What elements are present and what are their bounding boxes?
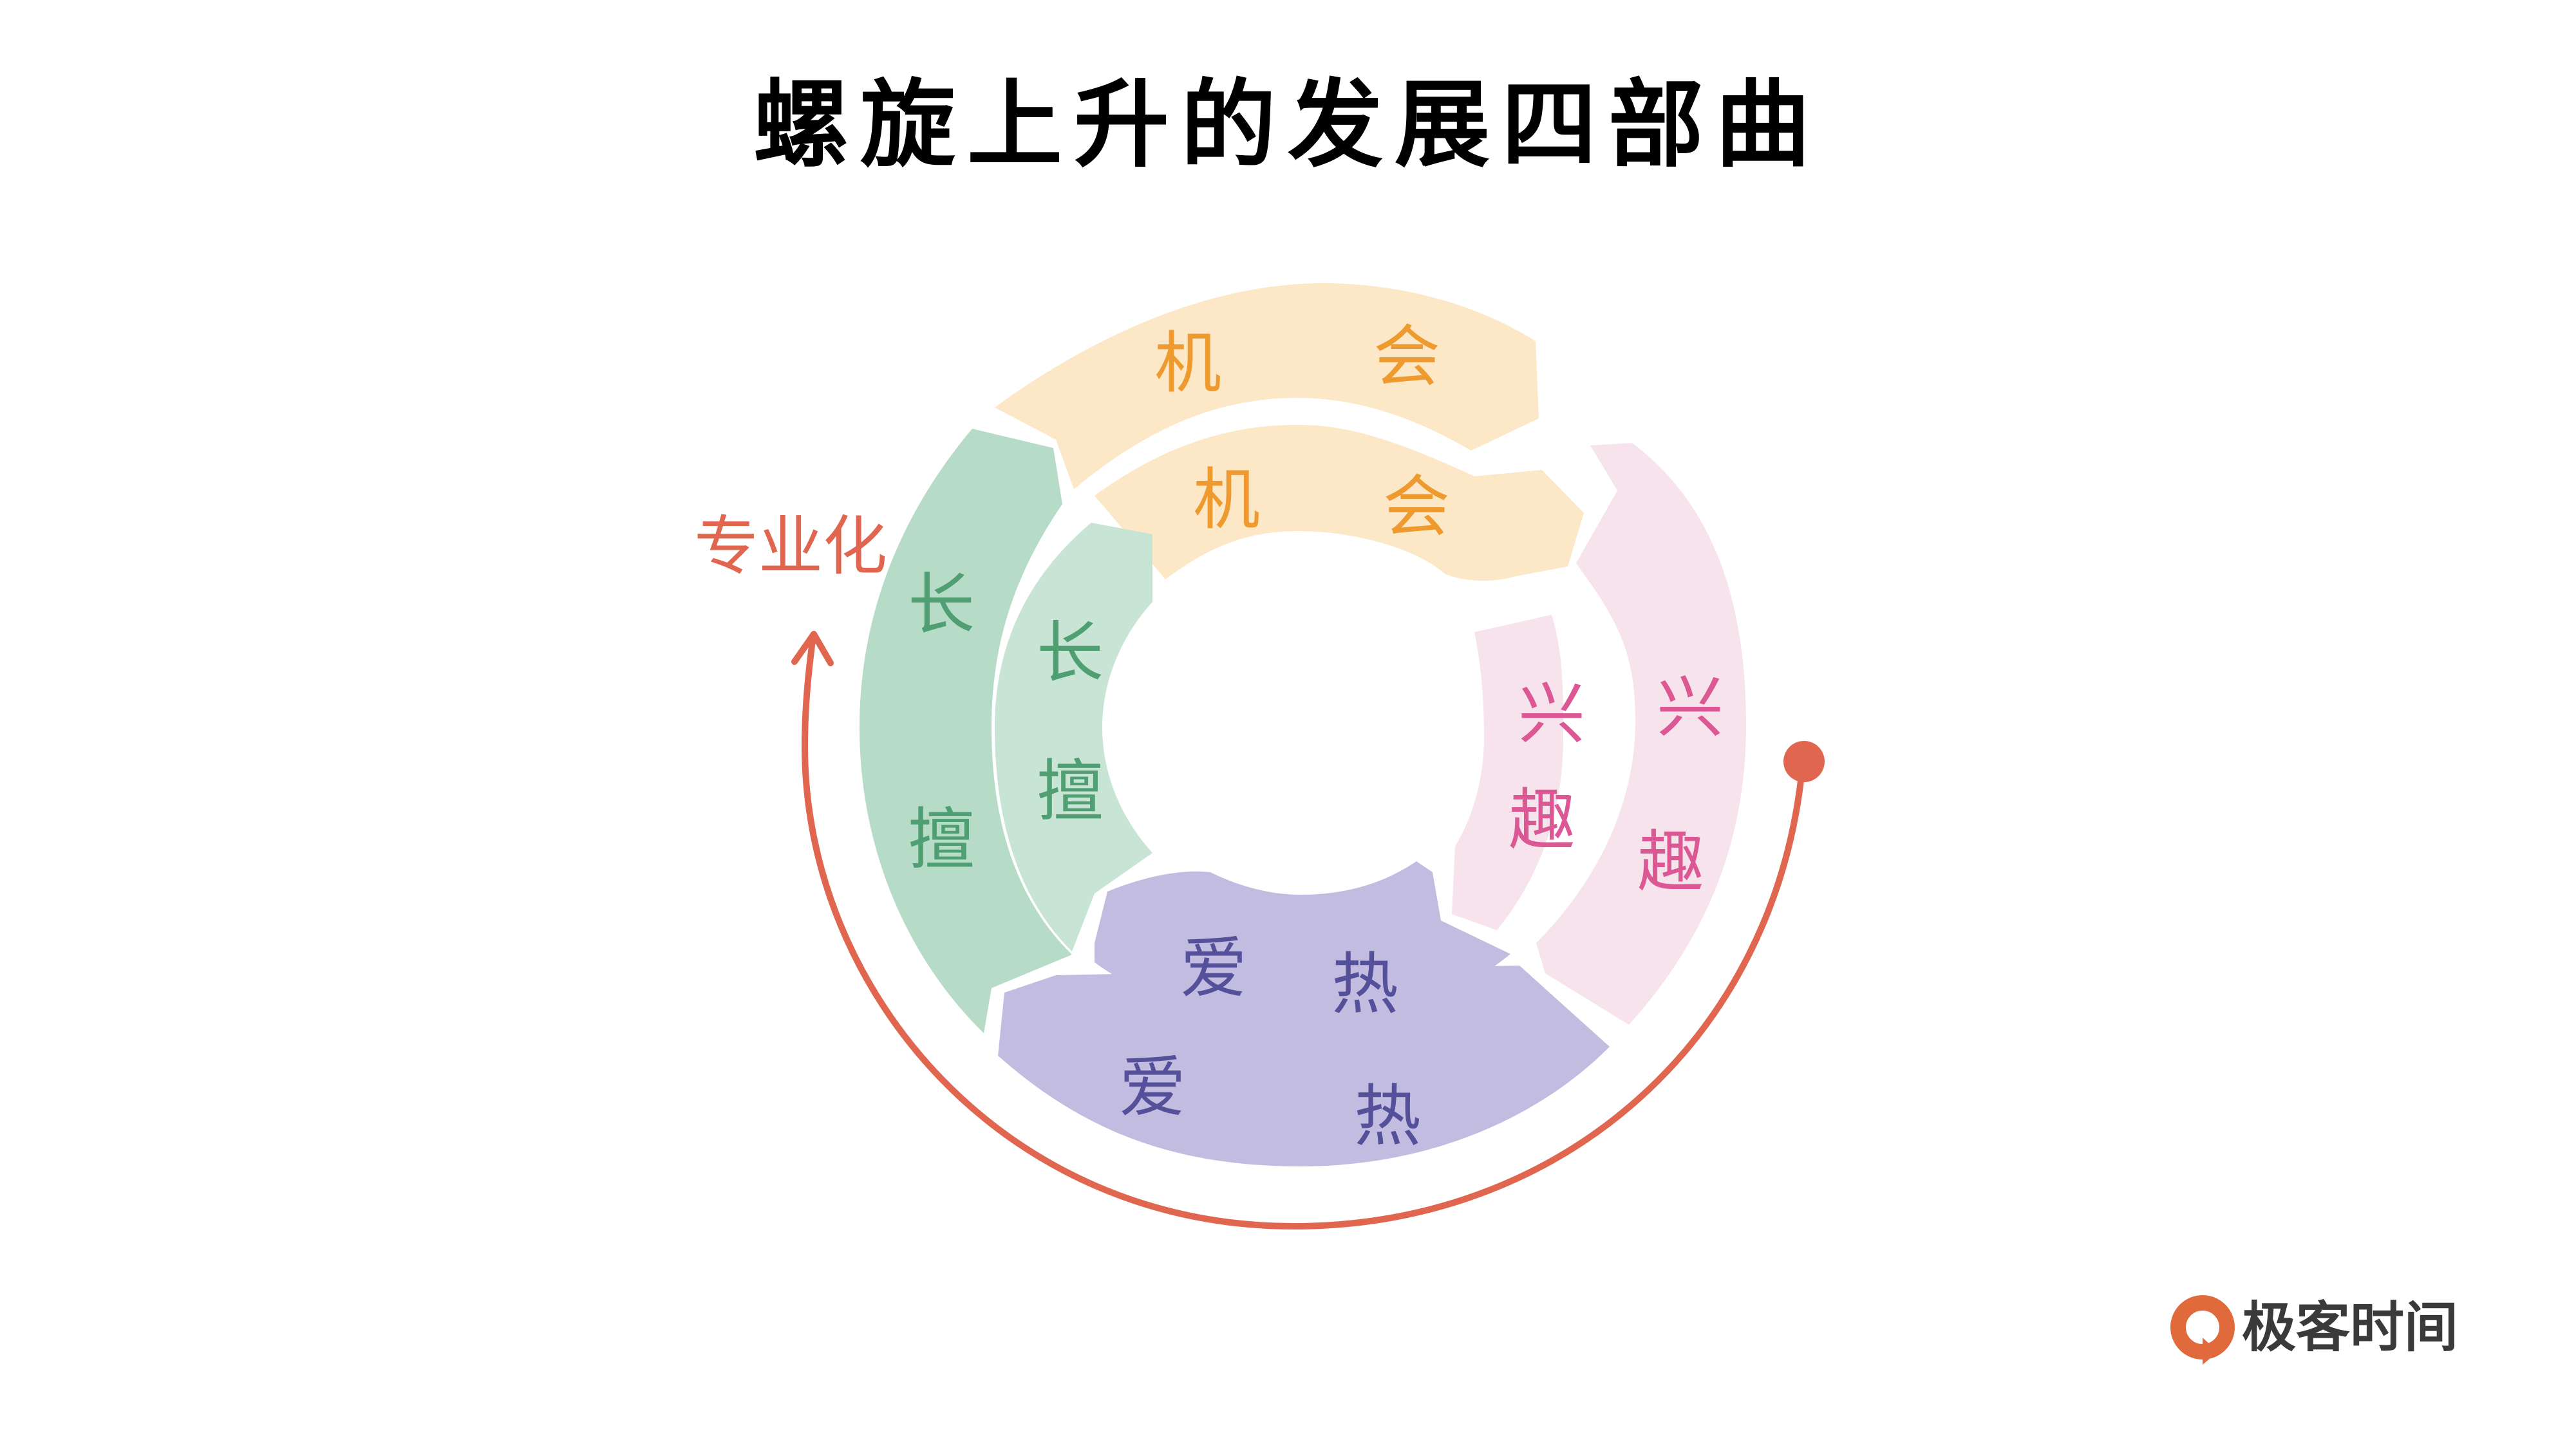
brand-name: 极客时间	[2242, 1296, 2458, 1359]
spiral-arrow	[791, 631, 1825, 1230]
inner-opportunity-char-1: 机	[1193, 460, 1260, 539]
inner-expertise-char-1: 长	[1037, 613, 1104, 692]
inner-passion-char-1: 爱	[1180, 929, 1247, 1007]
inner-expertise-char-2: 擅	[1037, 752, 1104, 830]
spiral-arc	[801, 637, 1806, 1230]
outer-opportunity-char-2: 会	[1373, 317, 1440, 396]
outer-segment-expertise	[860, 429, 1072, 1033]
outer-interest-char-1: 兴	[1657, 668, 1724, 747]
outer-ring	[860, 283, 1746, 1166]
arrow-head-icon	[791, 631, 834, 666]
start-dot-icon	[1783, 741, 1825, 782]
inner-interest-char-2: 趣	[1509, 781, 1575, 859]
outer-opportunity-char-1: 机	[1154, 324, 1221, 402]
outer-expertise-char-2: 擅	[908, 800, 975, 879]
inner-ring	[995, 425, 1584, 1027]
inner-passion-char-2: 热	[1331, 945, 1398, 1024]
inner-segment-interest	[1452, 615, 1564, 930]
outer-interest-char-2: 趣	[1637, 823, 1704, 901]
inner-opportunity-char-2: 会	[1383, 467, 1450, 546]
inner-interest-char-1: 兴	[1518, 675, 1585, 753]
inner-segment-opportunity	[1095, 425, 1584, 581]
inner-segment-passion	[1095, 861, 1510, 1027]
outer-expertise-char-1: 长	[908, 565, 975, 644]
brand-logo: 极客时间	[2170, 1295, 2458, 1365]
geektime-logo-icon	[2170, 1295, 2235, 1365]
spiral-label: 专业化	[694, 509, 887, 584]
outer-segment-opportunity	[995, 283, 1539, 489]
inner-segment-expertise	[995, 523, 1152, 951]
page-title: 螺旋上升的发展四部曲	[753, 70, 1822, 180]
outer-passion-char-2: 热	[1354, 1077, 1421, 1155]
outer-segment-interest	[1536, 443, 1746, 1025]
outer-segment-passion	[998, 966, 1610, 1166]
segment-labels: 机 会 机 会 兴 趣 兴 趣 爱 热 爱 热 长 擅 长 擅	[908, 317, 1724, 1155]
outer-passion-char-1: 爱	[1119, 1048, 1186, 1126]
